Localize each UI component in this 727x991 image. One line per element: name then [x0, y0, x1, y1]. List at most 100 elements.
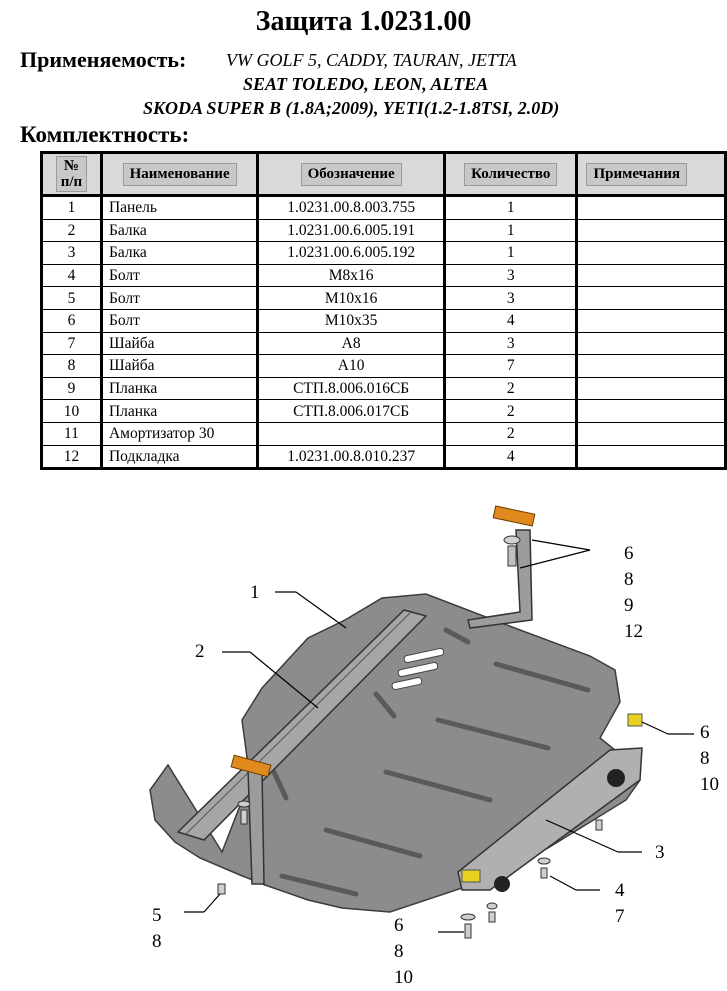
applicability-line-1: VW GOLF 5, CADDY, TAURAN, JETTA [226, 50, 517, 70]
beam-2 [176, 609, 428, 841]
parts-table: № п/п Наименование Обозначение Количеств… [40, 151, 727, 471]
cell-notes [575, 195, 727, 220]
cell-name: Болт [99, 264, 260, 288]
cell-quantity: 4 [442, 445, 579, 471]
cell-name: Болт [99, 286, 260, 310]
cell-number: 1 [40, 195, 103, 220]
cell-notes [575, 309, 727, 333]
cell-notes [575, 354, 727, 378]
callout-text: 12 [624, 621, 643, 642]
callout-text: 6 [700, 722, 710, 743]
cell-quantity: 1 [442, 219, 579, 243]
header-name: Наименование [99, 151, 260, 197]
cell-designation: M8x16 [256, 264, 446, 288]
cell-name: Амортизатор 30 [99, 422, 260, 446]
callout-3: 3 [655, 842, 665, 863]
cell-quantity: 3 [442, 264, 579, 288]
header-notes: Примечания [575, 151, 727, 197]
cell-name: Шайба [99, 354, 260, 378]
beam-3 [457, 747, 643, 891]
cell-notes [575, 377, 727, 401]
cell-designation: M10x16 [256, 286, 446, 310]
left-plate-orange [230, 754, 272, 778]
cell-number: 12 [40, 445, 103, 471]
cell-name: Балка [99, 241, 260, 265]
cell-name: Балка [99, 219, 260, 243]
cell-designation: 1.0231.00.6.005.192 [256, 241, 446, 265]
cell-number: 10 [40, 399, 103, 423]
callout-1: 1 [250, 582, 260, 603]
cell-designation: A10 [256, 354, 446, 378]
cell-name: Планка [99, 399, 260, 423]
cell-notes [575, 264, 727, 288]
callout-2: 2 [195, 641, 205, 662]
cell-quantity: 3 [442, 332, 579, 356]
cell-number: 11 [40, 422, 103, 446]
cell-designation: СТП.8.006.017СБ [256, 399, 446, 423]
cell-quantity: 2 [442, 422, 579, 446]
cell-notes [575, 241, 727, 265]
callout-group-right: 6 8 10 [700, 720, 719, 798]
top-bolt [507, 545, 517, 567]
table-header-row: № п/п Наименование Обозначение Количеств… [40, 151, 727, 197]
header-quantity: Количество [442, 151, 579, 197]
cell-number: 8 [40, 354, 103, 378]
callout-group-top-right: 6 8 9 12 [624, 541, 643, 645]
top-plate-orange [492, 505, 536, 527]
cell-number: 7 [40, 332, 103, 356]
cell-number: 2 [40, 219, 103, 243]
cell-number: 5 [40, 286, 103, 310]
cell-quantity: 3 [442, 286, 579, 310]
cell-notes [575, 445, 727, 471]
callout-group-left: 5 8 [152, 903, 162, 955]
page-title: Защита 1.0231.00 [255, 6, 472, 37]
bottom-plate-yellow [461, 869, 481, 883]
header-designation: Обозначение [256, 151, 446, 197]
damper-left [494, 876, 510, 892]
right-plate-yellow [627, 713, 643, 727]
fasteners [217, 800, 603, 939]
cell-designation: СТП.8.006.016СБ [256, 377, 446, 401]
callout-text: 8 [700, 748, 710, 769]
cell-designation [256, 422, 446, 446]
cell-number: 3 [40, 241, 103, 265]
callout-text: 4 [615, 880, 625, 901]
cell-number: 9 [40, 377, 103, 401]
top-washer [503, 535, 521, 545]
cell-quantity: 1 [442, 241, 579, 265]
cell-designation: 1.0231.00.6.005.191 [256, 219, 446, 243]
cell-quantity: 2 [442, 399, 579, 423]
panel-ribs [271, 627, 591, 897]
kit-label: Комплектность: [20, 122, 190, 147]
header-number-line1: № [63, 158, 79, 174]
cell-notes [575, 422, 727, 446]
cell-quantity: 2 [442, 377, 579, 401]
cell-name: Болт [99, 309, 260, 333]
cell-notes [575, 399, 727, 423]
cell-quantity: 1 [442, 195, 579, 220]
cell-name: Подкладка [99, 445, 260, 471]
applicability-label: Применяемость: [20, 47, 187, 72]
header-number: № п/п [40, 151, 103, 197]
callout-text: 10 [700, 774, 719, 795]
callout-text: 7 [615, 906, 625, 927]
cell-notes [575, 332, 727, 356]
cell-notes [575, 286, 727, 310]
callout-group-bottom: 6 8 10 [394, 913, 413, 991]
cell-designation: M10x35 [256, 309, 446, 333]
callout-text: 9 [624, 595, 634, 616]
cell-name: Панель [99, 195, 260, 220]
cell-name: Планка [99, 377, 260, 401]
callout-group-bolt: 4 7 [615, 878, 625, 930]
top-bracket [467, 529, 533, 629]
header-number-line2: п/п [60, 174, 83, 190]
